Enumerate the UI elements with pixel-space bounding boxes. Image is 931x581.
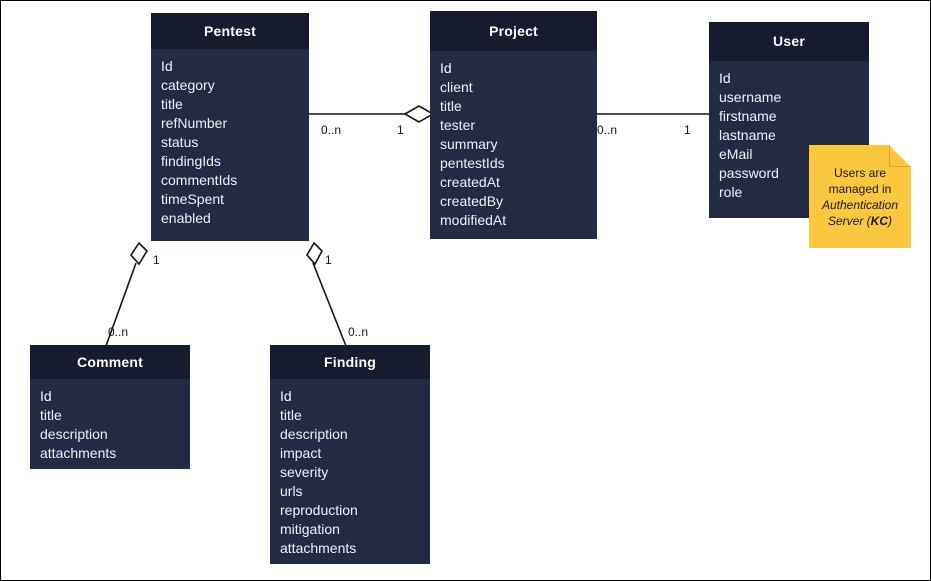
note-line-3: Authentication [821,198,899,212]
class-box-pentest[interactable]: Pentest Id category title refNumber stat… [151,13,309,241]
multiplicity-pentest-project-from: 0..n [321,123,342,137]
class-attributes-finding: Id title description impact severity url… [270,379,430,564]
attribute: username [719,89,782,105]
sticky-note-user[interactable]: Users are managed in Authentication Serv… [809,145,911,248]
sticky-note-text: Users are managed in Authentication Serv… [809,165,911,229]
attribute: attachments [280,540,357,556]
attribute: description [280,426,348,442]
note-line-4-bold: KC [870,214,889,228]
attribute: mitigation [280,521,340,537]
attribute: pentestIds [440,155,505,171]
attribute: title [280,407,302,423]
attribute: commentIds [161,172,238,188]
class-attributes-pentest: Id category title refNumber status findi… [151,49,309,236]
attribute: client [440,79,473,95]
attribute: severity [280,464,329,480]
attribute: timeSpent [161,191,225,207]
note-line-2: managed in [828,182,892,196]
attribute: password [719,165,779,181]
class-title-pentest: Pentest [151,13,309,49]
aggregation-diamond-finding [306,241,323,266]
attribute: title [440,98,462,114]
attribute: Id [40,388,52,404]
multiplicity-pentest-project-to: 1 [397,123,404,137]
attribute: role [719,184,743,200]
attribute: tester [440,117,476,133]
attribute: description [40,426,108,442]
class-box-finding[interactable]: Finding Id title description impact seve… [270,345,430,564]
class-title-finding: Finding [270,345,430,379]
attribute: summary [440,136,498,152]
class-title-project: Project [430,11,597,51]
attribute: title [161,96,183,112]
multiplicity-comment-pentest-to: 1 [153,253,160,267]
attribute: urls [280,483,303,499]
class-attributes-user: Id username firstname lastname eMail pas… [709,61,869,210]
aggregation-diamond-project [403,105,435,123]
attribute: category [161,77,215,93]
multiplicity-comment-pentest-from: 0..n [108,325,129,339]
attribute: enabled [161,210,211,226]
class-box-comment[interactable]: Comment Id title description attachments [30,345,190,469]
attribute: createdBy [440,193,504,209]
class-box-user[interactable]: User Id username firstname lastname eMai… [709,22,869,218]
note-line-4-suffix: ) [888,214,893,228]
note-line-4-prefix: Server ( [827,214,871,228]
attribute: title [40,407,62,423]
attribute: impact [280,445,322,461]
aggregation-diamond-comment [129,241,149,266]
class-attributes-comment: Id title description attachments [30,379,190,469]
attribute: lastname [719,127,776,143]
class-box-project[interactable]: Project Id client title tester summary p… [430,11,597,239]
multiplicity-project-user-to: 1 [684,123,691,137]
attribute: findingIds [161,153,221,169]
attribute: Id [161,58,173,74]
attribute: Id [280,388,292,404]
note-fold-line-icon [889,145,911,167]
attribute: firstname [719,108,777,124]
class-attributes-project: Id client title tester summary pentestId… [430,51,597,238]
attribute: Id [719,70,731,86]
multiplicity-project-user-from: 0..n [597,123,618,137]
attribute: reproduction [280,502,358,518]
class-title-comment: Comment [30,345,190,379]
note-line-1: Users are [833,166,886,180]
attribute: modifiedAt [440,212,507,228]
attribute: attachments [40,445,117,461]
attribute: eMail [719,146,753,162]
attribute: refNumber [161,115,228,131]
multiplicity-finding-pentest-from: 0..n [348,325,369,339]
attribute: Id [440,60,452,76]
multiplicity-finding-pentest-to: 1 [325,253,332,267]
class-title-user: User [709,22,869,61]
attribute: createdAt [440,174,500,190]
attribute: status [161,134,199,150]
